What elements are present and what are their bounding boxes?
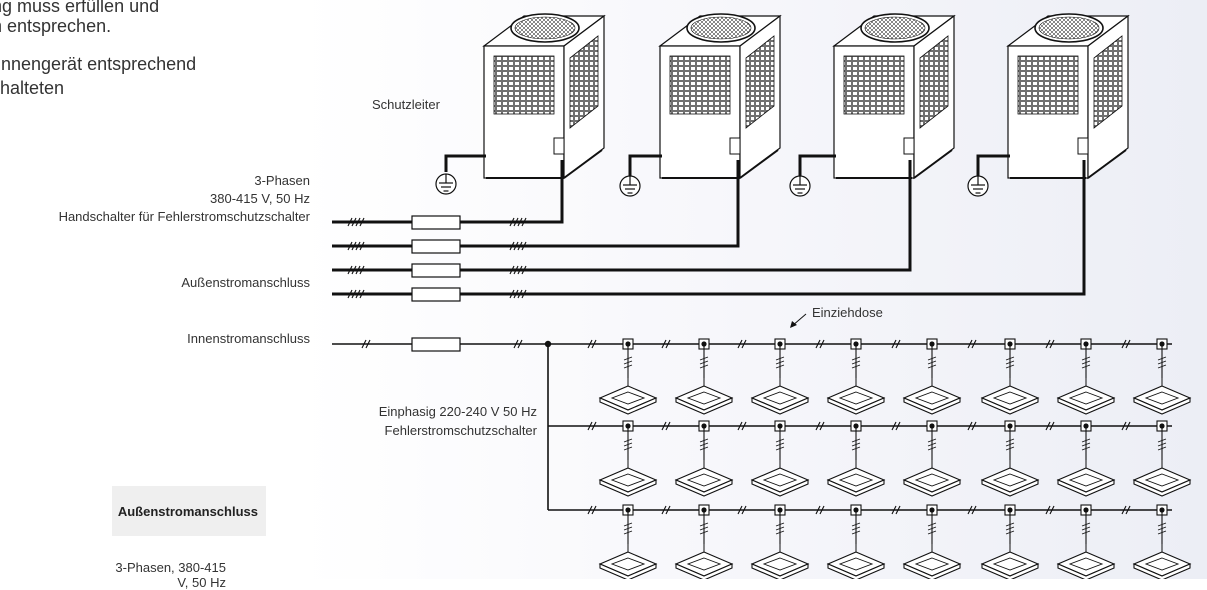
indoor-row-3 [587, 504, 1191, 579]
outdoor-unit-3 [833, 13, 955, 179]
ground-icon [967, 175, 989, 197]
label-voltage: 380-415 V, 50 Hz [210, 191, 310, 206]
label-einziehdose: Einziehdose [812, 305, 883, 320]
label-handschalter: Handschalter für Fehlerstromschutzschalt… [58, 209, 310, 224]
earth-wires [444, 154, 1010, 176]
body-text-line: s Innengerät entsprechend [0, 54, 197, 74]
ground-icon [435, 173, 457, 195]
label-einphasig: Einphasig 220-240 V 50 Hz [378, 404, 537, 419]
breakers [411, 215, 461, 302]
arrow-head-icon [790, 321, 797, 328]
indoor-row-2 [587, 420, 1191, 497]
body-text-line: en entsprechen. [0, 16, 112, 36]
table-header-label: Außenstromanschluss [117, 504, 258, 519]
label-three-phase: 3-Phasen [254, 173, 310, 188]
outdoor-unit-2 [659, 13, 781, 179]
label-schutzleiter: Schutzleiter [372, 97, 440, 112]
label-aussenstrom: Außenstromanschluss [181, 275, 310, 290]
label-innenstrom: Innenstromanschluss [187, 331, 310, 346]
label-fehlerstrom: Fehlerstromschutzschalter [384, 423, 537, 438]
outdoor-unit-4 [1007, 13, 1129, 179]
table-header: Außenstromanschluss [112, 486, 266, 536]
junction-dot [544, 340, 552, 348]
ground-icon [619, 175, 641, 197]
ground-icon [789, 175, 811, 197]
body-text-line: schalteten [0, 78, 65, 98]
table-row: 3-Phasen, 380-415 V, 50 Hz [115, 560, 226, 590]
indoor-row-1 [587, 338, 1191, 415]
body-text-line: ung muss erfüllen und [0, 0, 160, 16]
outdoor-power-lines [332, 160, 1086, 296]
outdoor-unit-1 [483, 13, 605, 179]
indoor-breaker [411, 337, 461, 352]
